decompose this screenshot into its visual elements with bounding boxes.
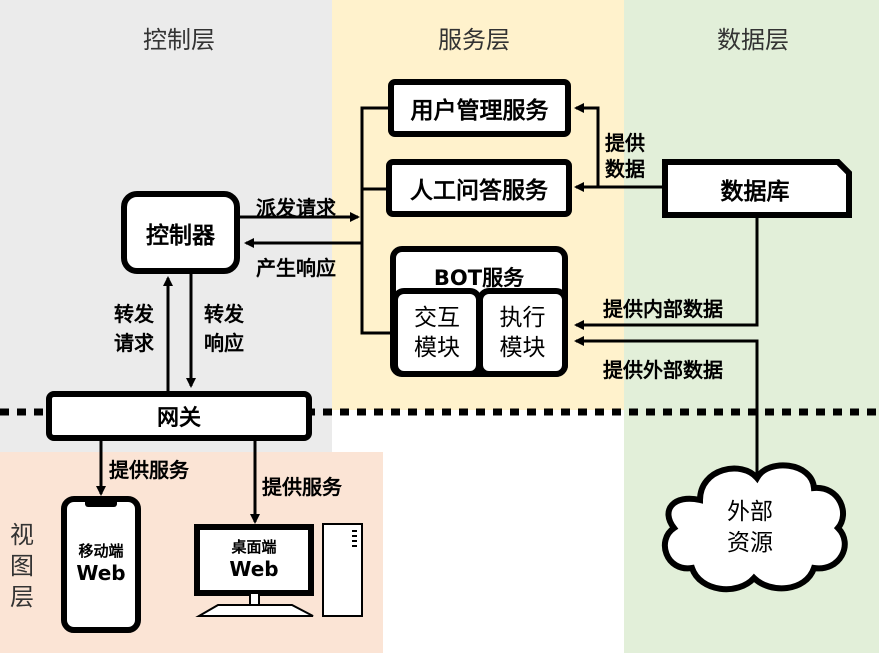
forward-request-label: 转发 请求 <box>114 302 154 355</box>
user-management-service: 用户管理服务 <box>388 79 571 137</box>
desktop-base <box>195 604 314 617</box>
mobile-notch <box>85 499 117 507</box>
bot-service-title: BOT服务 <box>433 266 525 290</box>
controller: 控制器 <box>121 191 240 274</box>
forward-response-label: 转发 响应 <box>204 302 244 355</box>
provide-data-label: 提供 数据 <box>605 131 645 181</box>
data-layer-title: 数据层 <box>717 26 789 54</box>
external-data-arrow <box>574 336 759 478</box>
service-layer-title: 服务层 <box>438 26 510 54</box>
view-layer-title: 视 图 层 <box>10 521 34 611</box>
external-resource-label: 外部 资源 <box>727 499 773 556</box>
gateway: 网关 <box>46 391 312 441</box>
desktop-tower <box>322 523 363 617</box>
database-shape <box>662 159 852 218</box>
database-label: 数据库 <box>720 178 790 205</box>
manual-qa-service: 人工问答服务 <box>386 159 572 217</box>
provide-service-mobile-label: 提供服务 <box>109 458 189 482</box>
provide-external-data-label: 提供外部数据 <box>603 358 723 382</box>
provide-internal-data-label: 提供内部数据 <box>603 297 723 321</box>
execution-module: 执行 模块 <box>477 288 568 377</box>
dispatch-request-label: 派发请求 <box>256 196 336 220</box>
mobile-web-label: Web <box>76 561 126 585</box>
db-to-user-arrow <box>574 103 600 187</box>
external-resource-cloud <box>662 462 848 593</box>
interaction-module: 交互 模块 <box>392 288 482 377</box>
desktop-client-label: 桌面端 <box>231 538 277 556</box>
control-layer-title: 控制层 <box>143 26 215 54</box>
mobile-client-label: 移动端 <box>78 542 124 560</box>
provide-service-desktop-label: 提供服务 <box>262 475 342 499</box>
produce-response-label: 产生响应 <box>256 256 336 280</box>
monitor-neck <box>249 592 260 606</box>
tower-bay <box>352 530 357 532</box>
internal-data-arrow <box>574 216 759 330</box>
service-branch-line <box>360 106 392 335</box>
desktop-web-label: Web <box>229 557 279 581</box>
desktop-monitor <box>194 524 314 596</box>
